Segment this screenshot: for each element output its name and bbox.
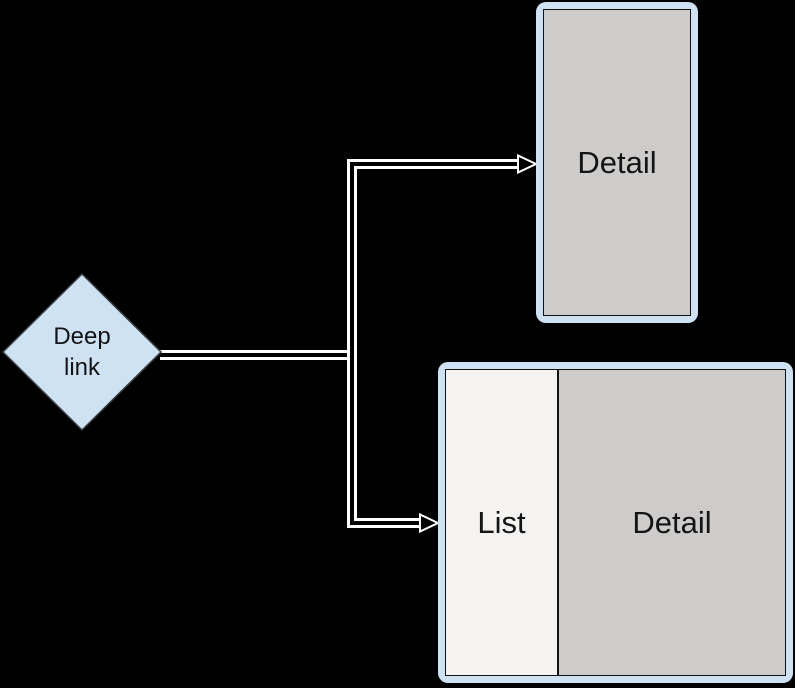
list-pane: List	[446, 370, 559, 675]
list-pane-label: List	[477, 504, 526, 540]
deep-link-diamond-shape	[1, 272, 163, 432]
list-detail-panel-body: List Detail	[445, 369, 786, 676]
detail-panel: Detail	[536, 2, 698, 323]
detail-panel-body: Detail	[543, 9, 691, 316]
arrowhead-to-list-detail-icon	[419, 512, 441, 534]
arrowhead-to-detail-icon	[517, 153, 539, 175]
detail-pane-label: Detail	[632, 504, 712, 540]
list-detail-panel: List Detail	[438, 362, 793, 683]
detail-pane: Detail	[559, 370, 785, 675]
branch-connector-core	[350, 162, 520, 525]
detail-panel-label: Detail	[577, 144, 657, 180]
